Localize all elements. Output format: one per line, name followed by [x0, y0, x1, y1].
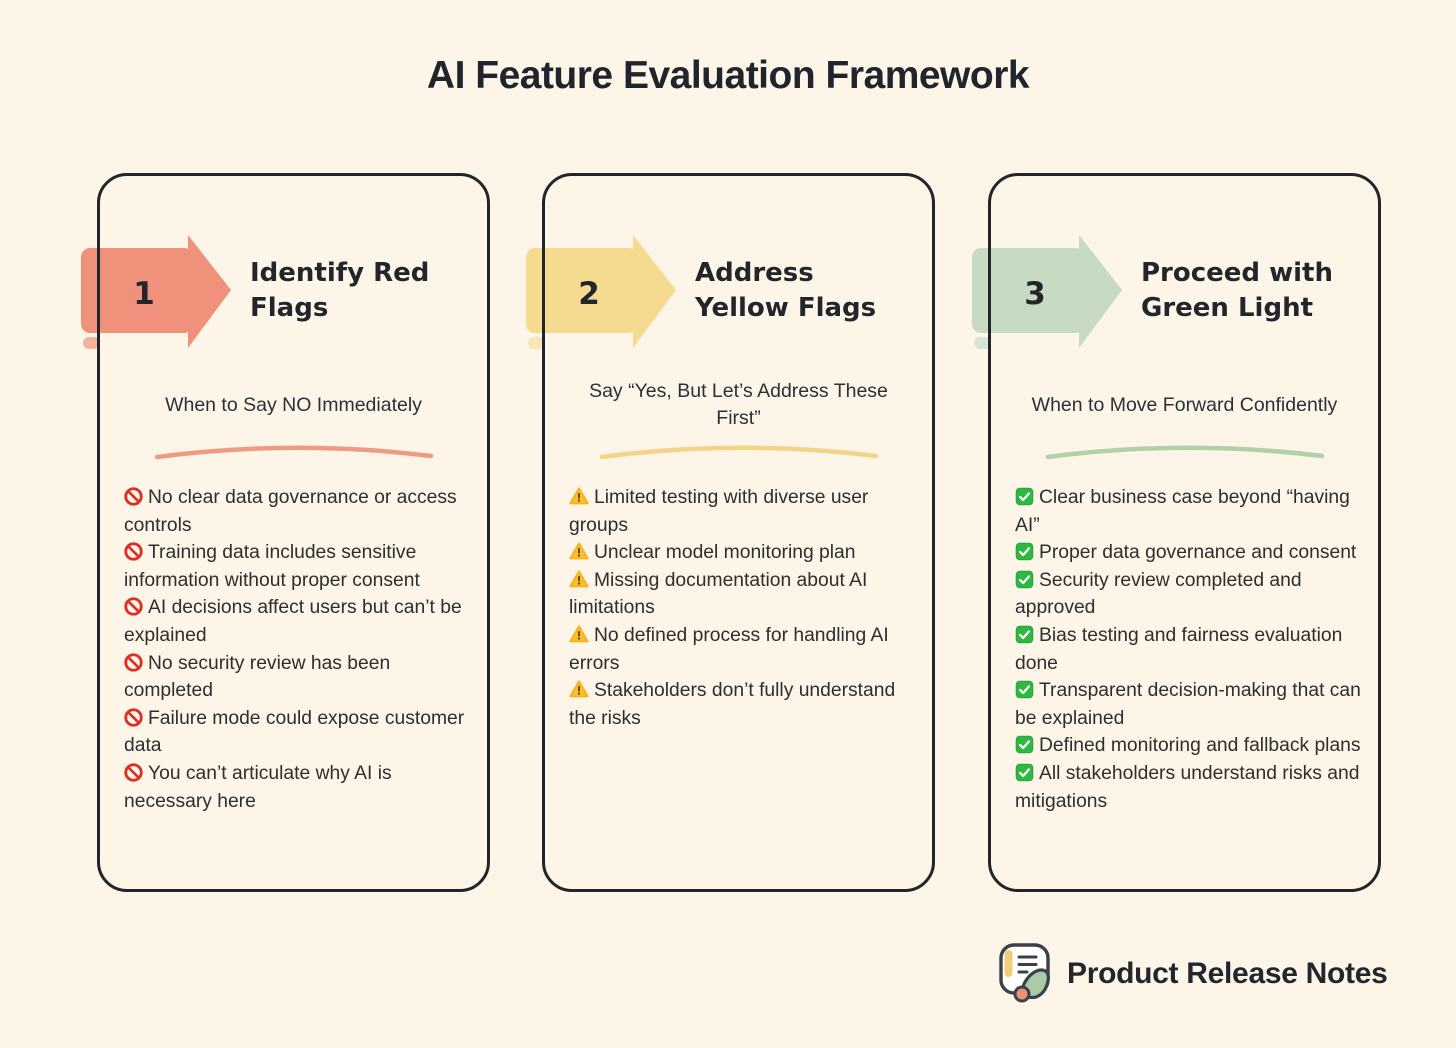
list-item: No security review has been completed [124, 652, 391, 702]
list-item: Limited testing with diverse user groups [569, 487, 869, 536]
release-notes-logo-icon [999, 943, 1050, 1003]
list-item: You can’t articulate why AI is necessary… [124, 762, 392, 812]
list-item: AI decisions affect users but can’t be e… [124, 597, 462, 646]
list-item: Stakeholders don’t fully understand the … [569, 680, 896, 729]
list-item: Proper data governance and consent [1015, 539, 1362, 567]
list-item: Transparent decision-making that can be … [1015, 680, 1361, 729]
no-entry-icon [124, 597, 143, 617]
list-item: Failure mode could expose customer data [124, 707, 465, 757]
warning-icon [569, 625, 589, 643]
card-subtitle: Say “Yes, But Let’s Address These First” [589, 380, 888, 429]
check-icon [1015, 542, 1034, 561]
list-item: Training data includes sensitive informa… [124, 542, 420, 591]
red-flags-list: No clear data governance or access contr… [124, 484, 471, 815]
card-subtitle: When to Say NO Immediately [165, 393, 422, 416]
swoosh-underline [545, 436, 932, 467]
card-title: Proceed with Green Light [1141, 258, 1333, 323]
card-title: Address Yellow Flags [695, 258, 877, 323]
page-title: AI Feature Evaluation Framework [426, 54, 1030, 97]
step-number: 2 [578, 276, 600, 312]
list-item: Unclear model monitoring plan [569, 539, 916, 567]
no-entry-icon [124, 652, 143, 672]
check-icon [1015, 487, 1034, 506]
step-number: 3 [1024, 276, 1046, 312]
check-icon [1015, 570, 1034, 589]
no-entry-icon [124, 708, 143, 727]
warning-icon [569, 680, 589, 698]
list-item: No defined process for handling AI error… [569, 624, 889, 674]
no-entry-icon [124, 542, 143, 561]
list-item: Missing documentation about AI limitatio… [569, 569, 868, 619]
card-red-flags: 1 Identify Red Flags When to Say NO Imme… [81, 173, 490, 892]
card-subtitle: When to Move Forward Confidently [1031, 393, 1338, 416]
check-icon [1015, 736, 1034, 754]
green-light-list: Clear business case beyond “having AI” P… [1015, 484, 1362, 815]
card-title: Identify Red Flags [250, 258, 430, 323]
check-icon [1015, 625, 1034, 644]
no-entry-icon [124, 763, 143, 782]
swoosh-underline [991, 436, 1378, 467]
check-icon [1015, 680, 1034, 699]
check-icon [1015, 763, 1034, 782]
warning-icon [569, 570, 589, 588]
list-item: No clear data governance or access contr… [124, 487, 457, 536]
list-item: Defined monitoring and fallback plans [1015, 732, 1362, 760]
list-item: Bias testing and fairness evaluation don… [1015, 624, 1343, 674]
no-entry-icon [124, 487, 143, 506]
card-yellow-flags: 2 Address Yellow Flags Say “Yes, But Let… [526, 173, 935, 892]
list-item: Clear business case beyond “having AI” [1015, 487, 1350, 536]
list-item: All stakeholders understand risks and mi… [1015, 762, 1360, 812]
swoosh-underline [100, 436, 487, 467]
warning-icon [569, 542, 589, 560]
card-green-light: 3 Proceed with Green Light When to Move … [972, 173, 1381, 892]
step-number: 1 [133, 276, 155, 312]
brand-name: Product Release Notes [1067, 957, 1388, 990]
list-item: Security review completed and approved [1015, 569, 1302, 619]
yellow-flags-list: Limited testing with diverse user groups… [569, 484, 916, 732]
brand-footer: Product Release Notes [993, 941, 1388, 1007]
warning-icon [569, 487, 589, 505]
